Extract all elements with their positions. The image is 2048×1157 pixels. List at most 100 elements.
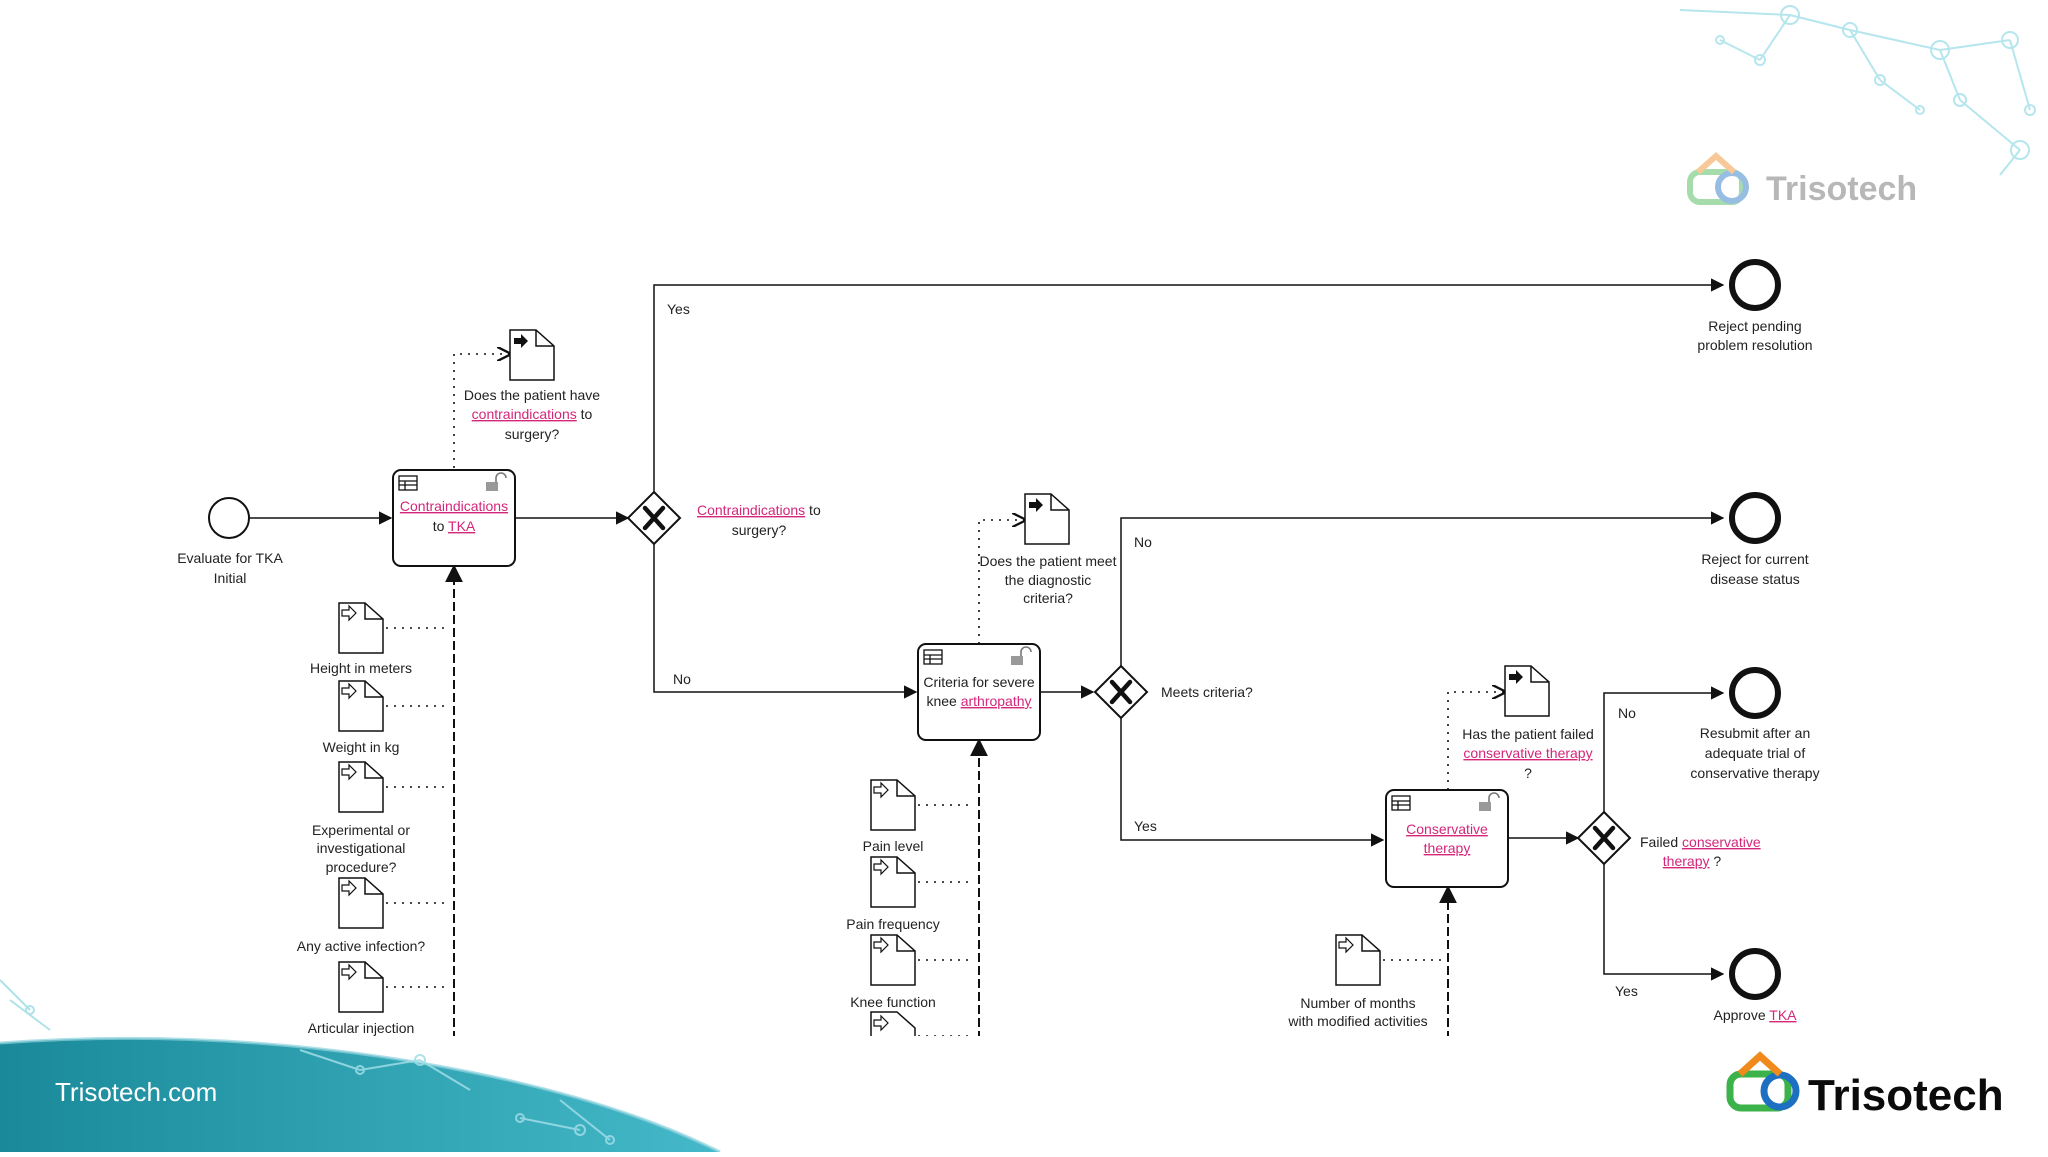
exclusive-x-icon — [1592, 825, 1616, 851]
flow-label-yes-1: Yes — [667, 301, 690, 317]
input-months-line2: with modified activities — [1287, 1013, 1427, 1029]
unlock-icon — [486, 472, 507, 491]
input-arrow-icon — [341, 879, 357, 897]
logo-mark-faded-icon — [1687, 151, 1749, 205]
question-3-link[interactable]: conservative therapy — [1463, 745, 1592, 761]
decision-criteria[interactable]: Criteria for severe knee arthropathy — [917, 643, 1041, 741]
input-pain-frequency: Pain frequency — [846, 856, 940, 932]
decision-label-line2: knee arthropathy — [926, 693, 1031, 709]
question-3-line3: ? — [1524, 765, 1532, 781]
flow-label-yes-3: Yes — [1615, 983, 1638, 999]
output-arrow-icon — [1509, 670, 1523, 684]
network-decoration-bottom — [0, 979, 615, 1145]
start-event: Evaluate for TKA Initial — [177, 497, 283, 586]
end-event-3-line2: adequate trial of — [1705, 745, 1806, 761]
network-decoration-top — [1679, 5, 2036, 176]
footer-band: Trisotech.com — [0, 979, 2048, 1154]
input-weight-label: Weight in kg — [323, 739, 400, 755]
end-event-2-line1: Reject for current — [1701, 551, 1808, 567]
start-event-sublabel: Initial — [214, 570, 247, 586]
gateway-contraindications: Contraindications to surgery? — [626, 490, 821, 546]
input-experimental: Experimental or investigational procedur… — [312, 761, 410, 875]
sequence-flows — [248, 278, 1725, 981]
input-height: Height in meters — [310, 602, 412, 676]
question-1-line1: Does the patient have — [464, 387, 600, 403]
flow-label-no-1: No — [673, 671, 691, 687]
exclusive-x-icon — [1109, 679, 1133, 705]
question-2-line3: criteria? — [1023, 590, 1073, 606]
input-experimental-line1: Experimental or — [312, 822, 410, 838]
unlock-icon — [1479, 792, 1500, 811]
input-arrow-icon — [873, 781, 889, 799]
question-1-line2: contraindications to — [472, 406, 593, 422]
input-arrow-icon — [873, 936, 889, 954]
input-knee-function: Knee function — [850, 934, 936, 1010]
trisotech-logo-faded: Trisotech — [1687, 151, 1917, 208]
input-arrow-icon — [873, 858, 889, 876]
gateway-2-label: Meets criteria? — [1161, 684, 1253, 700]
start-event-label: Evaluate for TKA — [177, 550, 283, 566]
end-event-1-line2: problem resolution — [1697, 337, 1812, 353]
gateway-meets-criteria: Meets criteria? — [1093, 664, 1253, 720]
input-height-label: Height in meters — [310, 660, 412, 676]
decision-conservative-therapy[interactable]: Conservative therapy — [1385, 789, 1509, 888]
input-infection: Any active infection? — [297, 877, 426, 954]
decision-label-link2[interactable]: therapy — [1424, 840, 1471, 856]
gateway-1-line2: surgery? — [732, 522, 787, 538]
decision-table-icon — [398, 475, 418, 491]
end-event-approve: Approve TKA — [1713, 948, 1797, 1023]
flow-label-no-2: No — [1134, 534, 1152, 550]
logo-text: Trisotech — [1808, 1071, 2004, 1120]
input-arrow-icon — [1338, 936, 1354, 954]
end-event-reject-pending: Reject pending problem resolution — [1697, 259, 1813, 353]
decision-table-icon — [923, 649, 943, 665]
gateway-3-line1: Failed conservative — [1640, 834, 1761, 850]
output-arrow-icon — [514, 334, 528, 348]
input-knee-function-label: Knee function — [850, 994, 936, 1010]
question-document-1: Does the patient have contraindications … — [464, 329, 600, 442]
question-3-line1: Has the patient failed — [1462, 726, 1594, 742]
decision-label-link[interactable]: Contraindications — [400, 498, 508, 514]
input-pain-level: Pain level — [863, 779, 923, 854]
logo-mark-icon — [1726, 1051, 1800, 1112]
end-event-resubmit: Resubmit after an adequate trial of cons… — [1690, 667, 1820, 781]
flow-label-no-3: No — [1618, 705, 1636, 721]
question-2-line2: the diagnostic — [1005, 572, 1091, 588]
input-arrow-icon — [341, 604, 357, 622]
end-event-3-line3: conservative therapy — [1690, 765, 1819, 781]
end-event-1-line1: Reject pending — [1708, 318, 1801, 334]
information-requirements — [445, 564, 1457, 1040]
input-months-modified: Number of months with modified activitie… — [1287, 934, 1428, 1029]
input-partial-document — [870, 1011, 916, 1036]
question-1-line3: surgery? — [505, 426, 560, 442]
gateway-failed-therapy: Failed conservative therapy ? — [1576, 810, 1761, 869]
end-event-reject-current: Reject for current disease status — [1701, 492, 1809, 587]
trisotech-logo: Trisotech — [1726, 1051, 2004, 1120]
decision-contraindications[interactable]: Contraindications to TKA — [392, 469, 516, 567]
input-infection-label: Any active infection? — [297, 938, 426, 954]
question-document-3: Has the patient failed conservative ther… — [1462, 665, 1594, 781]
decision-label: Criteria for severe — [923, 674, 1034, 690]
unlock-icon — [1011, 646, 1032, 665]
question-document-2: Does the patient meet the diagnostic cri… — [980, 493, 1117, 606]
logo-text-faded: Trisotech — [1766, 170, 1917, 208]
decision-table-icon — [1391, 795, 1411, 811]
end-event-2-line2: disease status — [1710, 571, 1800, 587]
question-2-line1: Does the patient meet — [980, 553, 1117, 569]
decision-label-link[interactable]: Conservative — [1406, 821, 1488, 837]
input-articular-label: Articular injection — [308, 1020, 415, 1036]
input-articular: Articular injection — [308, 961, 415, 1036]
decision-label-line2: to TKA — [433, 518, 476, 534]
input-months-line1: Number of months — [1300, 995, 1415, 1011]
gateway-1-line1: Contraindications to — [697, 502, 821, 518]
input-arrow-icon — [341, 682, 357, 700]
exclusive-x-icon — [642, 505, 666, 531]
website-link[interactable]: Trisotech.com — [55, 1077, 217, 1107]
end-event-3-line1: Resubmit after an — [1700, 725, 1811, 741]
input-arrow-icon — [873, 1014, 889, 1032]
input-weight: Weight in kg — [323, 680, 400, 755]
gateway-3-line2: therapy ? — [1663, 853, 1722, 869]
input-arrow-icon — [341, 963, 357, 981]
